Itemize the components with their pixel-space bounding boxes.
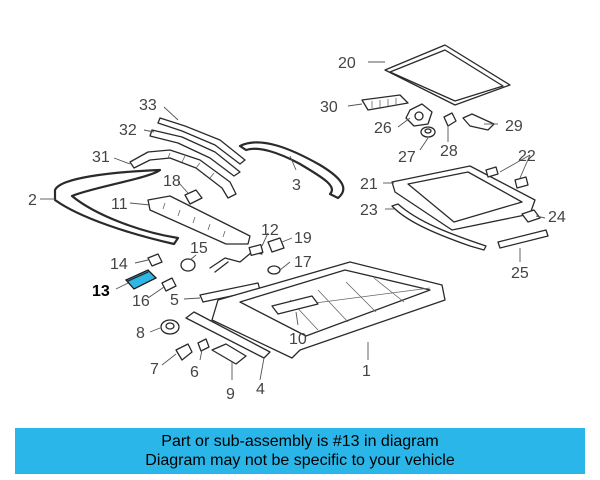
part-7-bracket — [175, 343, 193, 361]
part-11-frame-rail — [147, 195, 251, 245]
callout-9: 9 — [226, 386, 235, 403]
part-9-guide-block — [211, 343, 247, 365]
callout-4: 4 — [256, 381, 265, 398]
callout-14: 14 — [110, 256, 128, 273]
part-23-seal — [391, 203, 487, 251]
callout-11: 11 — [111, 196, 128, 213]
part-8-pulley — [160, 319, 180, 335]
callout-1: 1 — [362, 363, 371, 380]
part-31-wind-deflector — [129, 149, 237, 199]
part-14-clip — [147, 253, 163, 267]
leader-lines — [40, 61, 546, 381]
part-30-bracket — [361, 94, 409, 111]
part-25-strip — [497, 229, 549, 249]
callout-18: 18 — [163, 173, 181, 190]
callout-10: 10 — [289, 331, 307, 348]
callout-26: 26 — [374, 120, 392, 137]
callout-3: 3 — [292, 177, 301, 194]
callout-7: 7 — [150, 361, 159, 378]
callout-16: 16 — [132, 293, 150, 310]
info-banner: Part or sub-assembly is #13 in diagram D… — [15, 428, 585, 474]
part-17-grommet — [267, 265, 281, 275]
callout-5: 5 — [170, 292, 179, 309]
part-13-highlighted-switch — [124, 269, 158, 290]
callout-23: 23 — [360, 202, 378, 219]
part-20-glass-panel — [384, 44, 511, 106]
part-33-seal-strip — [157, 117, 246, 165]
callout-24: 24 — [548, 209, 566, 226]
part-22-clips — [485, 166, 529, 189]
callout-20: 20 — [338, 55, 356, 72]
callout-29: 29 — [505, 118, 523, 135]
callout-21: 21 — [360, 176, 378, 193]
callout-25: 25 — [511, 265, 529, 282]
callout-6: 6 — [190, 364, 199, 381]
callout-labels: 20 30 26 27 28 29 22 21 23 24 25 33 32 3… — [28, 55, 566, 403]
banner-line-1: Part or sub-assembly is #13 in diagram — [161, 433, 439, 450]
part-28-clip — [443, 112, 457, 127]
part-2-front-seal — [53, 168, 180, 246]
part-12-harness — [209, 243, 264, 273]
banner-line-2: Diagram may not be specific to your vehi… — [145, 452, 455, 469]
part-26-motor — [405, 103, 433, 127]
part-32-deflector — [149, 129, 241, 177]
part-19-connector — [267, 237, 285, 253]
part-29-lever — [462, 113, 495, 131]
part-18-clip — [184, 189, 203, 205]
part-15-knob — [180, 258, 196, 272]
sunroof-parts-diagram: 20 30 26 27 28 29 22 21 23 24 25 33 32 3… — [28, 44, 566, 403]
callout-17: 17 — [294, 254, 312, 271]
part-6-spacer — [197, 338, 210, 352]
callout-30: 30 — [320, 99, 338, 116]
callout-27: 27 — [398, 149, 416, 166]
callout-13-highlighted: 13 — [92, 283, 110, 300]
part-16-plug — [161, 277, 177, 292]
callout-28: 28 — [440, 143, 458, 160]
callout-15: 15 — [190, 240, 208, 257]
part-4-guide-rail — [185, 311, 271, 359]
callout-22: 22 — [518, 148, 536, 165]
part-3-side-seal — [238, 141, 345, 200]
callout-8: 8 — [136, 325, 145, 342]
callout-12: 12 — [261, 222, 279, 239]
part-24-drain — [521, 209, 541, 223]
callout-32: 32 — [119, 122, 137, 139]
part-27-knob — [420, 126, 436, 138]
part-1-housing — [211, 261, 446, 359]
callout-2: 2 — [28, 192, 37, 209]
callout-33: 33 — [139, 97, 157, 114]
callout-19: 19 — [294, 230, 312, 247]
callout-31: 31 — [92, 149, 110, 166]
part-10-bracket — [271, 295, 319, 315]
part-21-frame — [391, 165, 536, 231]
